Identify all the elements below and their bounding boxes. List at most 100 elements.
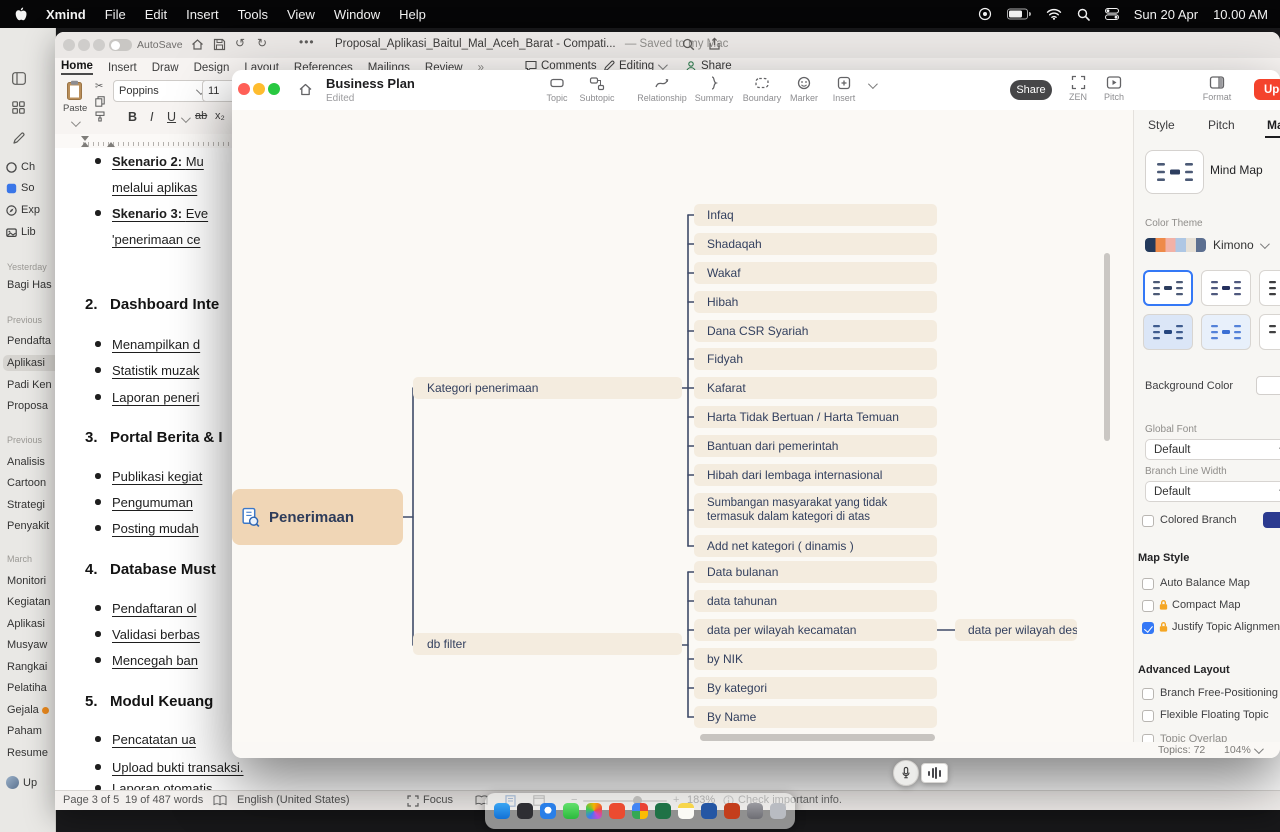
underline-button[interactable]: U <box>167 110 176 124</box>
theme-thumbnail[interactable] <box>1143 270 1193 306</box>
autosave-toggle[interactable] <box>109 39 132 51</box>
mindmap-topic[interactable]: data per wilayah kecamatan <box>694 619 937 641</box>
theme-thumbnail[interactable] <box>1201 270 1251 306</box>
dock-icon-powerpoint[interactable] <box>724 803 740 819</box>
focus-icon[interactable] <box>407 795 419 807</box>
theme-name[interactable]: Kimono <box>1213 238 1254 252</box>
menu-view[interactable]: View <box>287 7 315 22</box>
topic-overlap-checkbox[interactable] <box>1142 734 1154 742</box>
indent-marker[interactable] <box>81 136 89 141</box>
share-button[interactable]: Share <box>1010 80 1052 100</box>
more-options-icon[interactable]: ••• <box>299 35 315 49</box>
mindmap-topic[interactable]: Data bulanan <box>694 561 937 583</box>
close-button[interactable] <box>238 83 250 95</box>
chat-item[interactable]: Kegiatan <box>7 596 53 608</box>
tab-design[interactable]: Design <box>194 62 230 74</box>
theme-thumbnail[interactable] <box>1259 270 1280 306</box>
mindmap-topic[interactable]: Shadaqah <box>694 233 937 255</box>
dock-icon-notes[interactable] <box>678 803 694 819</box>
format-painter-icon[interactable] <box>95 111 105 122</box>
proofing-icon[interactable] <box>213 795 227 806</box>
save-icon[interactable] <box>213 38 226 51</box>
home-icon[interactable] <box>298 82 313 97</box>
chat-item[interactable]: Resume <box>7 747 53 759</box>
hanging-indent-marker[interactable] <box>107 142 115 147</box>
screen-record-icon[interactable] <box>978 7 992 21</box>
flexible-floating-checkbox[interactable] <box>1142 710 1154 722</box>
justify-alignment-checkbox[interactable] <box>1142 622 1154 634</box>
mindmap-topic[interactable]: Fidyah <box>694 348 937 370</box>
format-panel-button[interactable]: Format <box>1189 75 1245 102</box>
chat-item[interactable]: Musyaw <box>7 639 53 651</box>
panel-tab-pitch[interactable]: Pitch <box>1208 118 1235 132</box>
menubar-time[interactable]: 10.00 AM <box>1213 7 1268 22</box>
mindmap-topic[interactable]: by NIK <box>694 648 937 670</box>
strikethrough-button[interactable]: ab <box>195 110 207 122</box>
dictation-mic-button[interactable] <box>893 760 919 786</box>
mindmap-topic[interactable]: db filter <box>413 633 682 655</box>
mindmap-topic[interactable]: By kategori <box>694 677 937 699</box>
branch-free-positioning-checkbox[interactable] <box>1142 688 1154 700</box>
auto-balance-checkbox[interactable] <box>1142 578 1154 590</box>
zoom-button[interactable] <box>268 83 280 95</box>
menu-file[interactable]: File <box>105 7 126 22</box>
chat-item[interactable]: Proposa <box>7 400 53 412</box>
theme-thumbnail[interactable] <box>1143 314 1193 350</box>
mindmap-root-topic[interactable]: Penerimaan <box>232 489 403 545</box>
dock-icon-photos[interactable] <box>586 803 602 819</box>
sidebar-item-explore[interactable]: Exp <box>6 204 53 216</box>
compact-map-checkbox[interactable] <box>1142 600 1154 612</box>
chat-item[interactable]: Cartoon <box>7 477 53 489</box>
mindmap-topic[interactable]: Sumbangan masyarakat yang tidak termasuk… <box>694 493 937 528</box>
mindmap-topic[interactable]: Wakaf <box>694 262 937 284</box>
panel-tab-style[interactable]: Style <box>1148 118 1175 132</box>
mindmap-topic[interactable]: Kafarat <box>694 377 937 399</box>
word-count[interactable]: 19 of 487 words <box>125 794 203 806</box>
dock-icon-excel[interactable] <box>655 803 671 819</box>
chevron-down-icon[interactable] <box>1260 239 1270 249</box>
chat-item[interactable]: Padi Ken <box>7 379 53 391</box>
focus-toggle[interactable]: Focus <box>423 794 453 806</box>
account-row[interactable]: Up <box>6 776 53 789</box>
tab-draw[interactable]: Draw <box>152 62 179 74</box>
dock-icon-messages[interactable] <box>563 803 579 819</box>
dock-icon-launchpad[interactable] <box>517 803 533 819</box>
wifi-icon[interactable] <box>1046 8 1062 20</box>
sidebar-item-chatgpt[interactable]: Ch <box>6 161 53 173</box>
chat-item[interactable]: Rangkai <box>7 661 53 673</box>
branch-line-width-select[interactable]: Default <box>1145 481 1280 502</box>
pitch-button[interactable]: Pitch <box>1086 75 1142 102</box>
structure-preview[interactable] <box>1145 150 1204 194</box>
sidebar-item-sora[interactable]: So <box>6 182 53 194</box>
search-icon[interactable] <box>682 38 695 51</box>
chat-item[interactable]: Strategi <box>7 499 53 511</box>
theme-thumbnail[interactable] <box>1201 314 1251 350</box>
vertical-scrollbar[interactable] <box>1104 253 1110 441</box>
minimize-button[interactable] <box>78 39 90 51</box>
dictation-wave-indicator[interactable] <box>921 763 948 783</box>
chat-item[interactable]: Analisis <box>7 456 53 468</box>
mindmap-topic[interactable]: Dana CSR Syariah <box>694 320 937 342</box>
italic-button[interactable]: I <box>150 110 153 124</box>
mindmap-topic[interactable]: Kategori penerimaan <box>413 377 682 399</box>
tab-home[interactable]: Home <box>61 60 93 75</box>
menubar-app-name[interactable]: Xmind <box>46 7 86 22</box>
subtopic-tool[interactable]: Subtopic <box>569 75 625 103</box>
spotlight-search-icon[interactable] <box>1077 8 1090 21</box>
control-center-icon[interactable] <box>1105 8 1119 20</box>
language-selector[interactable]: English (United States) <box>237 794 350 806</box>
chat-item[interactable]: Bagi Has <box>7 279 53 291</box>
zoom-level[interactable]: 104% <box>1224 744 1251 756</box>
mindmap-topic[interactable]: By Name <box>694 706 937 728</box>
chevron-down-icon[interactable] <box>1254 744 1264 754</box>
menu-help[interactable]: Help <box>399 7 426 22</box>
chat-item[interactable]: Pelatiha <box>7 682 53 694</box>
mindmap-topic[interactable]: Bantuan dari pemerintah <box>694 435 937 457</box>
share-icon[interactable] <box>708 37 721 51</box>
background-color-swatch[interactable] <box>1256 376 1280 395</box>
panel-tab-map[interactable]: Map <box>1267 118 1280 132</box>
mindmap-topic[interactable]: data tahunan <box>694 590 937 612</box>
branch-color-swatch[interactable] <box>1263 512 1280 528</box>
dock-icon-finder[interactable] <box>494 803 510 819</box>
menu-window[interactable]: Window <box>334 7 380 22</box>
